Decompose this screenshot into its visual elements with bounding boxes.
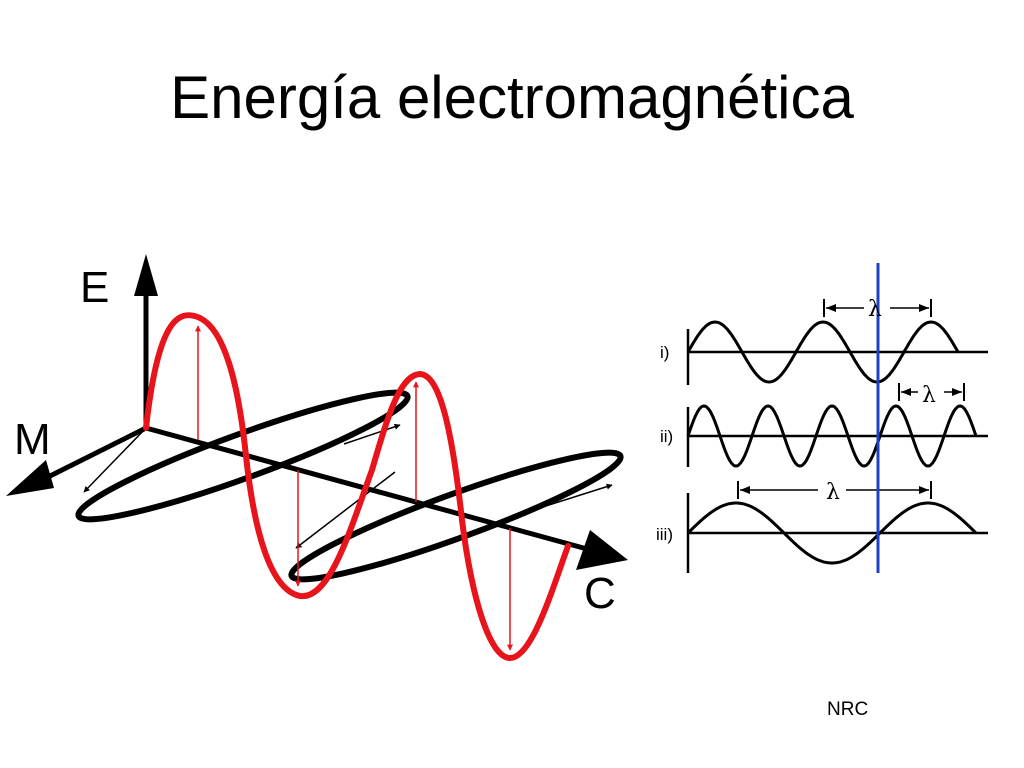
magnetic-vector [529,483,613,512]
row-iii-wavelength-symbol: λ [826,480,840,505]
magnetic-vector [83,427,147,493]
magnetic-vector [343,423,401,445]
propagation-axis [145,425,599,555]
row-ii-label: ii) [660,427,674,446]
magnetic-axis-label: M [14,415,51,464]
row-i-wavelength-marker [823,299,932,317]
wavelength-comparison-panel [686,263,988,573]
source-credit: NRC [827,699,869,720]
electric-axis-arrowhead [134,254,158,296]
propagation-axis-arrowhead [576,530,628,570]
row-i-wavelength-symbol: λ [868,297,882,322]
row-iii-wave [686,501,978,565]
row-iii-label: iii) [656,525,673,544]
electric-field-wave [143,312,571,661]
em-wave-diagram [6,254,628,661]
slide-title: Energía electromagnética [170,64,854,131]
row-ii-wavelength-marker [898,383,965,401]
row-i-label: i) [660,343,670,362]
row-i-wave [686,320,960,384]
row-ii-wave [686,404,978,468]
row-iii-wavelength-marker [737,481,932,499]
magnetic-vector [295,471,396,549]
magnetic-axis-arrowhead [6,460,54,496]
electric-axis-label: E [80,263,110,312]
row-ii-wavelength-symbol: λ [922,383,936,408]
propagation-axis-label: C [584,569,616,618]
